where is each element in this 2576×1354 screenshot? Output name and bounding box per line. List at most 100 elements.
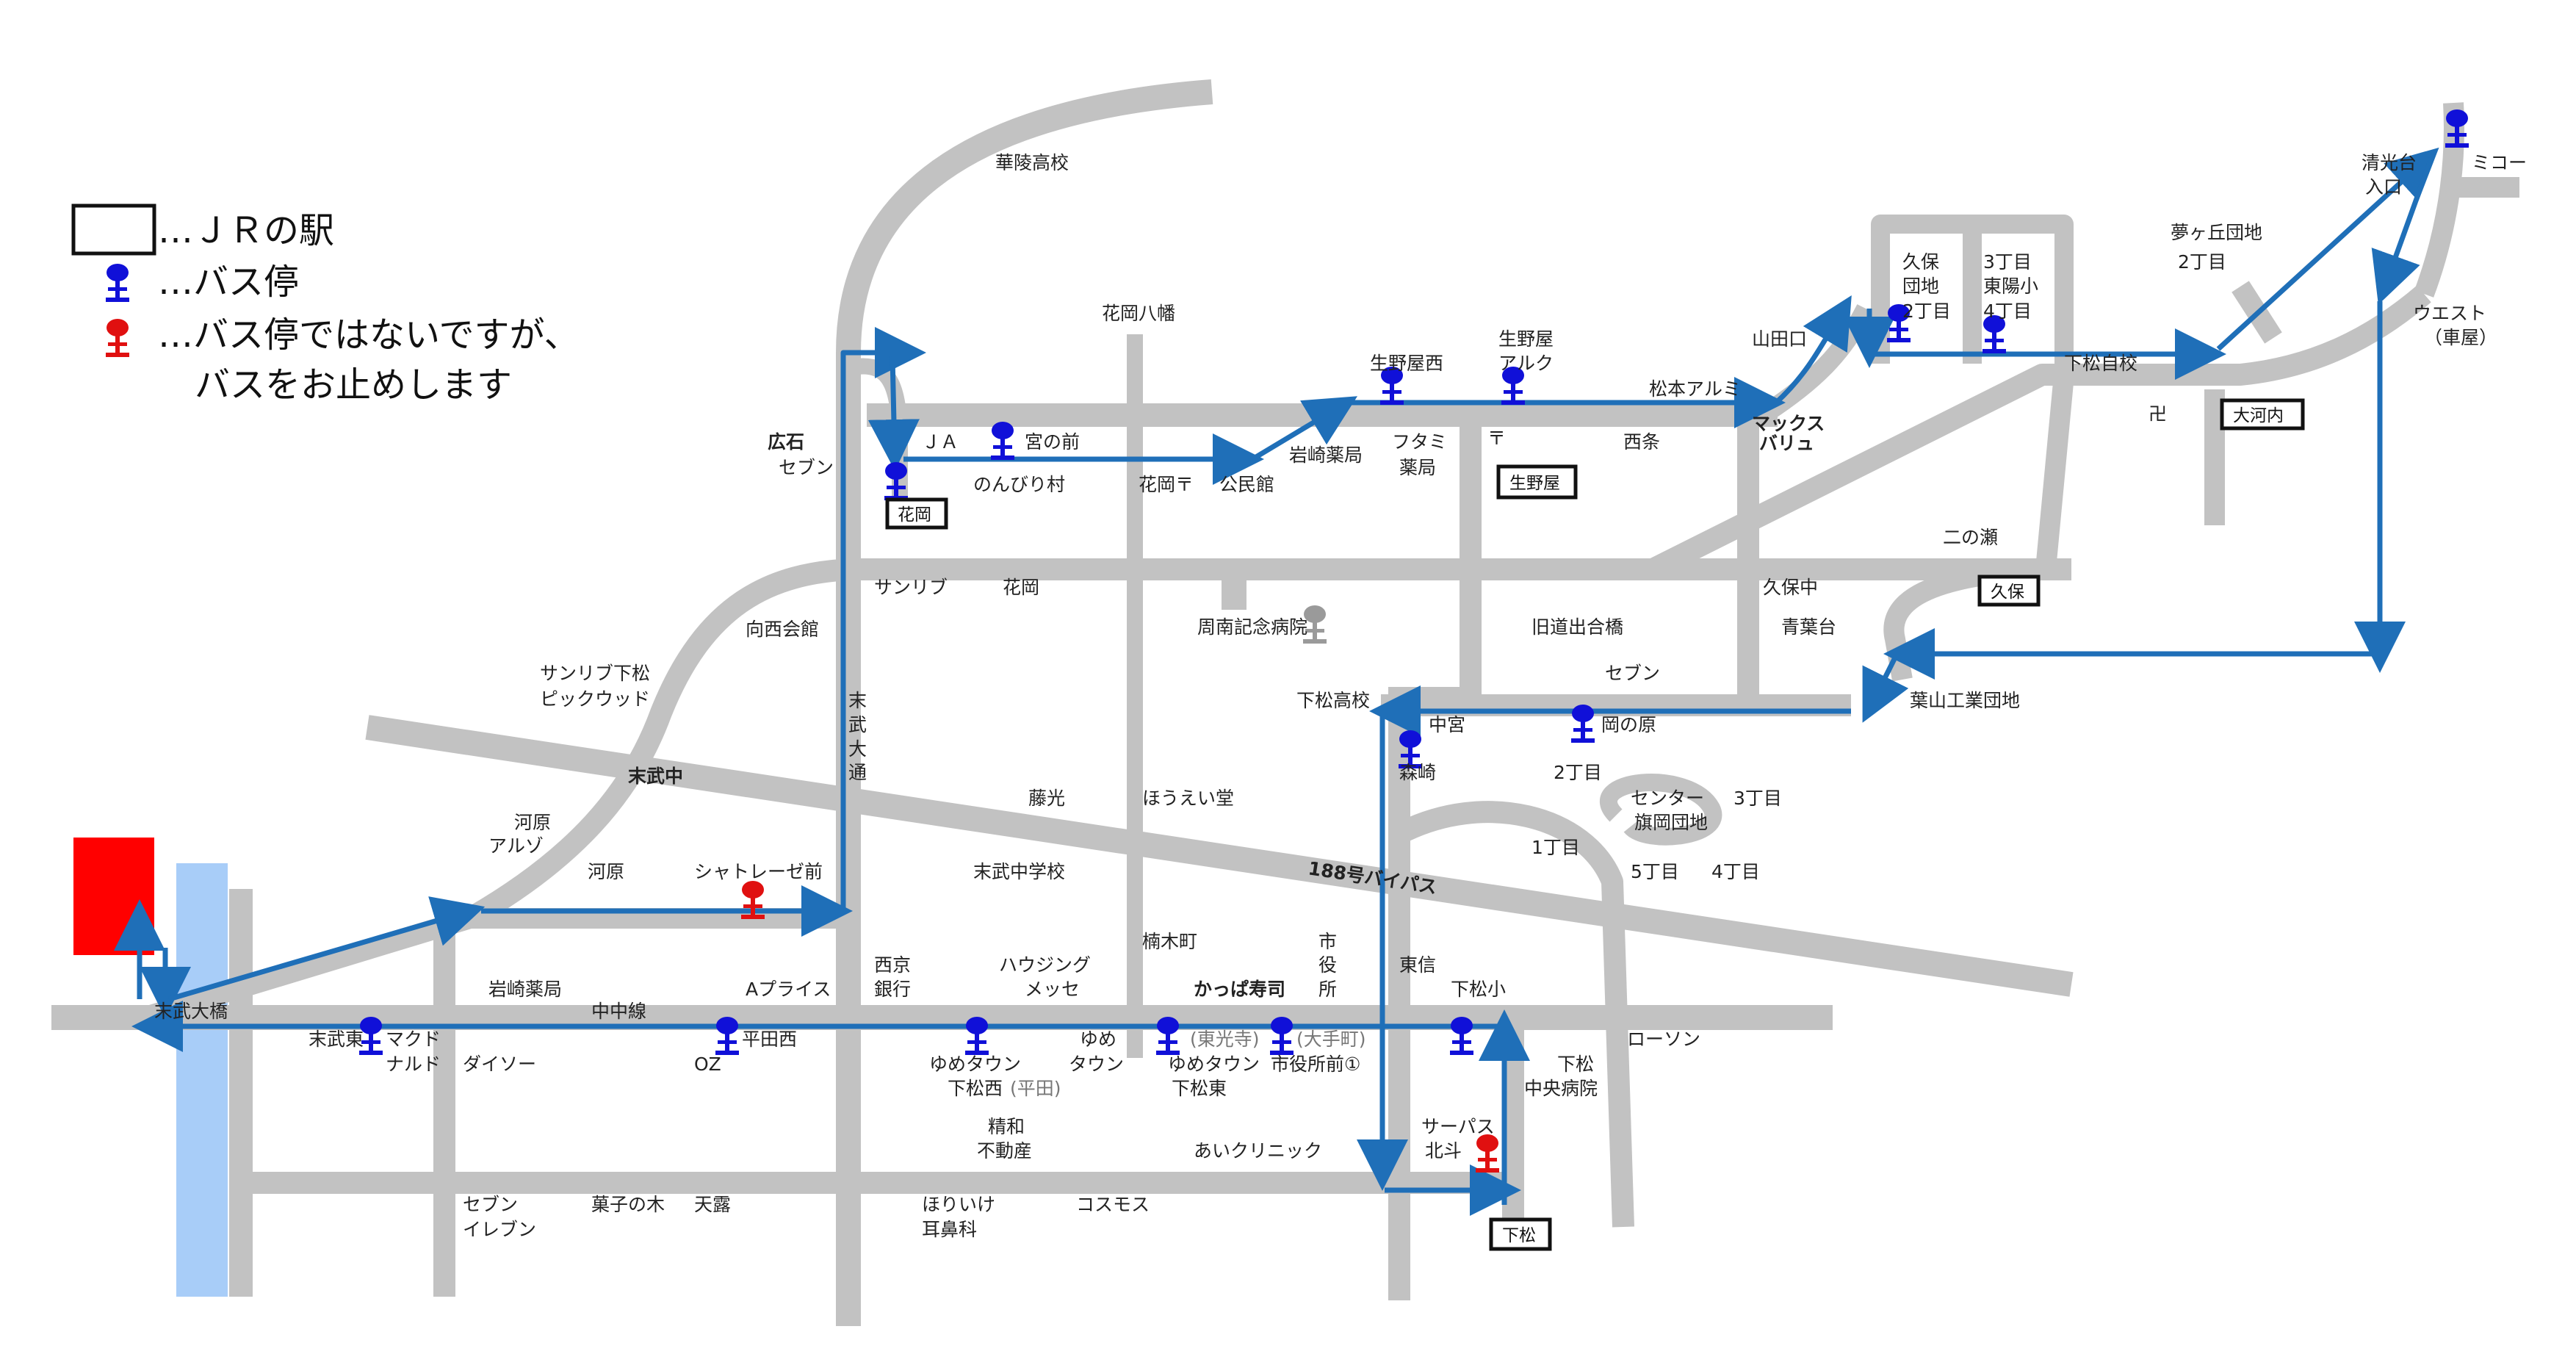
label: 平田西 — [742, 1029, 797, 1050]
label: 中中線 — [591, 1001, 646, 1022]
legend: …ＪＲの駅 …バス停 …バス停ではないですが、 バスをお止めします — [71, 204, 580, 406]
station-kubo-box — [1977, 575, 2041, 607]
legend-bus-stop-icon — [106, 264, 129, 302]
route-seg-13 — [2216, 147, 2439, 351]
label: メッセ — [1025, 979, 1080, 1000]
label: ゆめタウン — [929, 1054, 1021, 1075]
label: 大 — [848, 738, 867, 760]
label: 山田口 — [1752, 328, 1807, 350]
station-okochi: 大河内 — [2233, 406, 2284, 425]
special-stop-icon — [1476, 1134, 1499, 1173]
label: 葉山工業団地 — [1910, 690, 2020, 711]
label: 松本アルミ — [1649, 378, 1741, 400]
bus-stop-icon — [1156, 1017, 1180, 1055]
label: イレブン — [463, 1219, 536, 1240]
label: 末 — [848, 690, 867, 711]
label: 末武東 — [309, 1029, 364, 1050]
label: 5丁目 — [1631, 861, 1679, 882]
label: 天露 — [694, 1194, 731, 1215]
label: 生野屋 — [1498, 328, 1554, 350]
label: Aプライス — [746, 979, 831, 1000]
label: 武 — [848, 714, 867, 735]
label: ほうえい堂 — [1142, 788, 1234, 809]
label: バリュ — [1759, 433, 1814, 454]
label: マクド — [386, 1029, 441, 1050]
label: 藤光 — [1028, 788, 1065, 809]
label: あいクリニック — [1194, 1140, 1322, 1162]
label: 河原 — [514, 812, 551, 833]
bus-stop-icon — [1571, 705, 1595, 743]
legend-special-text-2: バスをお止めします — [195, 364, 512, 406]
legend-special-text-1: …バス停ではないですが、 — [158, 314, 580, 356]
label: 所 — [1318, 979, 1337, 1000]
label: 耳鼻科 — [922, 1219, 977, 1240]
label: 岩崎薬局 — [1289, 444, 1363, 466]
bus-stop-icon — [965, 1017, 989, 1055]
label: 不動産 — [977, 1140, 1032, 1162]
label: フタミ — [1392, 431, 1447, 453]
label: センター — [1631, 788, 1704, 809]
label: シャトレーゼ前 — [694, 861, 823, 882]
bus-stop-icon — [991, 422, 1014, 460]
label: 東陽小 — [1983, 276, 2038, 297]
label: ＪＡ — [922, 431, 959, 453]
label: 2丁目 — [1902, 300, 1951, 322]
place-labels: 華陵高校 花岡八幡 広石 セブン ＪＡ 宮の前 のんびり村 花岡〒 公民館 岩崎… — [154, 152, 2527, 1240]
bus-stop-icon — [1450, 1017, 1473, 1055]
legend-station-box — [71, 204, 156, 256]
route-seg-17 — [1862, 656, 1909, 723]
label: 久保中 — [1763, 577, 1818, 598]
legend-station-text: …ＪＲの駅 — [158, 210, 334, 251]
station-kinoya: 生野屋 — [1509, 474, 1560, 493]
label: セブン — [779, 457, 834, 478]
road-hataoka-loop — [1600, 774, 1722, 846]
label: 中央病院 — [1524, 1078, 1598, 1099]
label: 花岡 — [1003, 577, 1039, 598]
label: 青葉台 — [1781, 616, 1836, 638]
label: ゆめタウン — [1168, 1054, 1260, 1075]
label: 3丁目 — [1733, 788, 1782, 809]
label: 銀行 — [874, 979, 911, 1000]
label: 下松西 — [948, 1078, 1003, 1099]
label: 薬局 — [1399, 457, 1436, 478]
label: 末武大橋 — [154, 1001, 228, 1022]
label: 花岡〒 — [1139, 474, 1194, 495]
label: 二の瀬 — [1943, 527, 1998, 548]
label: 宮の前 — [1025, 431, 1080, 453]
legend-special-stop-icon — [106, 319, 129, 357]
station-kudamatsu: 下松 — [1502, 1226, 1536, 1245]
label: 卍 — [2149, 403, 2167, 425]
label: 岩崎薬局 — [488, 979, 562, 1000]
label: 4丁目 — [1711, 861, 1760, 882]
label: 2丁目 — [1554, 762, 1602, 783]
label: 4丁目 — [1983, 300, 2032, 322]
road-bypass — [365, 715, 2074, 997]
label: 周南記念病院 — [1197, 616, 1307, 638]
road-seikodai — [2414, 102, 2519, 298]
road-sunlive-curve — [464, 558, 2071, 929]
label: 西京 — [874, 954, 911, 976]
jr-stations: 花岡 生野屋 久保 大河内 下松 — [885, 398, 2305, 1251]
label: セブン — [463, 1194, 518, 1215]
label: 末武中 — [628, 766, 683, 787]
label: 森崎 — [1399, 762, 1436, 783]
label: 下松小 — [1451, 979, 1506, 1000]
station-kinoya-box — [1496, 464, 1578, 500]
label: 旧道出合橋 — [1531, 616, 1623, 638]
road-hataoka-curve — [1394, 801, 1634, 1228]
label: 西条 — [1623, 431, 1660, 453]
label: コスモス — [1076, 1194, 1150, 1215]
bus-stop-icon — [1270, 1017, 1294, 1055]
legend-bus-stop-text: …バス停 — [158, 262, 299, 303]
label: 河原 — [588, 861, 624, 882]
road-ninose-v — [2035, 373, 2074, 571]
label: 旗岡団地 — [1634, 812, 1708, 833]
label: 東信 — [1399, 954, 1436, 976]
label: サーパス — [1421, 1116, 1495, 1137]
label: （車屋） — [2424, 327, 2497, 348]
label: 市 — [1318, 931, 1337, 952]
label: ミコー — [2472, 152, 2527, 173]
label: ほりいけ — [922, 1194, 995, 1215]
label: ウエスト — [2413, 303, 2486, 324]
label: 夢ヶ丘団地 — [2171, 222, 2262, 243]
